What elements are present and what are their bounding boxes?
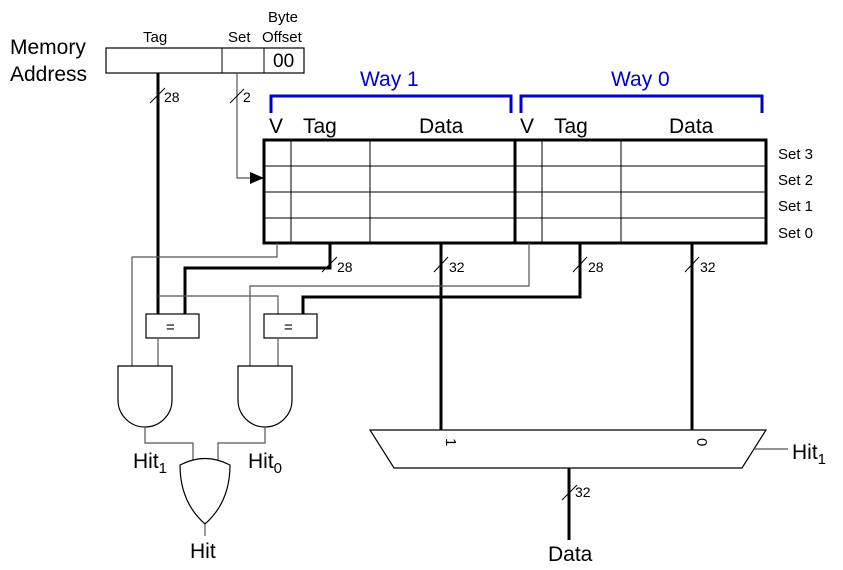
set-index-width: 2 [243,89,251,105]
tag-bus-width: 28 [164,89,180,105]
set-label-3: Set 3 [778,146,813,163]
and-gate-way0 [237,365,293,428]
set-labels: Set 3 Set 2 Set 1 Set 0 [778,146,813,242]
memory-address: Memory Address Tag Set Byte Offset 00 [10,9,305,86]
mux-select-label: Hit1 [792,441,826,468]
address-field-box [105,47,305,74]
address-set-label: Set [228,29,251,46]
byte-offset-label-line1: Byte [268,9,298,26]
set-label-2: Set 2 [778,172,813,189]
hit1-label: Hit1 [133,450,167,477]
address-tag-to-comparator0 [158,295,279,314]
way0-tag-header: Tag [554,115,588,138]
way1-data-width: 32 [449,259,465,275]
way1-data-header: Data [419,115,464,138]
way0-tag-width: 28 [588,259,604,275]
way0-v-header: V [520,115,534,138]
hit0-label: Hit0 [248,450,282,477]
comparator-way0: = [263,313,318,339]
way0-tag-bus: 28 [301,243,604,314]
hit-output-label: Hit [190,540,216,563]
output-multiplexer: 1 0 Hit1 [368,429,826,469]
way1-bracket: Way 1 [269,68,513,113]
or-gate-hit [179,457,231,525]
way1-data-bus: 32 [433,243,465,430]
memory-address-label-line2: Address [10,63,87,86]
hit1-wire [144,427,194,462]
byte-offset-value: 00 [273,51,294,72]
and-gate-way1 [117,365,173,428]
way0-data-header: Data [669,115,714,138]
output-data-width: 32 [575,484,591,500]
way0-data-width: 32 [700,259,716,275]
mux-input-0-label: 0 [693,438,710,446]
comparator-way1-symbol: = [166,319,175,336]
way1-tag-header: Tag [303,115,337,138]
way1-label: Way 1 [360,68,419,91]
way0-valid-line [249,243,530,366]
set-label-1: Set 1 [778,198,813,215]
memory-address-label-line1: Memory [10,36,86,59]
comparator-way1: = [145,313,200,339]
address-tag-label: Tag [143,29,167,46]
set-label-0: Set 0 [778,225,813,242]
way1-tag-bus: 28 [183,243,353,314]
way1-v-header: V [269,115,283,138]
output-data-bus: 32 Data [548,468,593,566]
byte-offset-label-line2: Offset [262,29,303,46]
tag-bus: 28 [149,73,180,314]
way0-label: Way 0 [611,68,670,91]
comparator-way0-symbol: = [284,319,293,336]
set-index-line: 2 [229,73,264,184]
way0-data-bus: 32 [684,243,716,430]
mux-input-1-label: 1 [442,438,459,446]
output-data-label: Data [548,543,593,566]
column-headers: V Tag Data V Tag Data [269,115,714,138]
way1-valid-line [131,243,278,366]
way1-tag-width: 28 [337,259,353,275]
hit0-wire [217,427,266,462]
cache-array [262,138,768,245]
way0-bracket: Way 0 [519,68,764,113]
